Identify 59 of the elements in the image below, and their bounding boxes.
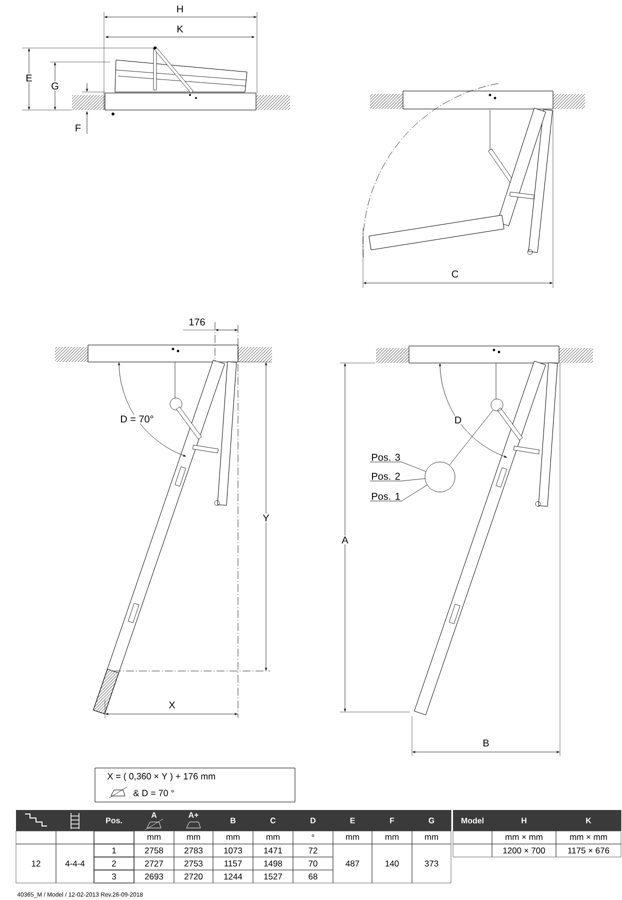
- table-cell: 487: [332, 844, 372, 884]
- dimension-label: X: [168, 702, 176, 708]
- table-cell: mm × mm: [556, 830, 622, 844]
- formula-text: X = ( 0,360 × Y ) + 176 mm: [107, 772, 215, 782]
- table-cell: 2753: [174, 856, 214, 870]
- table-cell: 3: [94, 870, 134, 884]
- leader-line: [370, 462, 426, 472]
- table-cell: °: [292, 830, 334, 844]
- table-cell: 140: [372, 844, 412, 884]
- dimension-label: B: [483, 740, 489, 746]
- table-cell: 1175 × 676: [556, 844, 622, 858]
- table-cell: 373: [412, 844, 452, 884]
- dimension-label: 176: [189, 318, 205, 326]
- table-cell: mm: [134, 830, 174, 844]
- detail-circle: [424, 462, 456, 492]
- table-cell: 2727: [134, 856, 174, 870]
- leader-line: [370, 484, 428, 502]
- table-cell: mm: [332, 830, 372, 844]
- table-cell: 12: [16, 844, 56, 884]
- table-cell: 68: [292, 870, 334, 884]
- table-cell: 1200 × 700: [492, 844, 556, 858]
- dimension-label: K: [178, 26, 184, 32]
- table-cell: 2720: [174, 870, 214, 884]
- table-cell: 72: [292, 844, 334, 858]
- dimension-label: C: [452, 270, 458, 278]
- angle-label: D: [453, 416, 463, 424]
- table-cell: 4-4-4: [56, 844, 94, 884]
- dimension-label: H: [177, 6, 183, 12]
- table-cell: mm: [174, 830, 214, 844]
- table-cell: 2783: [174, 844, 214, 858]
- table-cell: mm: [372, 830, 412, 844]
- table-cell: 1471: [252, 844, 294, 858]
- table-cell: mm × mm: [492, 830, 556, 844]
- table-cell: 1498: [252, 856, 294, 870]
- dimension-label: F: [76, 124, 81, 132]
- table-cell: 2693: [134, 870, 174, 884]
- detail-circle: [490, 398, 504, 412]
- position-label: Pos. 2: [372, 472, 400, 480]
- position-label: Pos. 1: [372, 492, 400, 500]
- table-cell: 2758: [134, 844, 174, 858]
- table-cell: mm: [252, 830, 294, 844]
- table-cell: 1: [94, 844, 134, 858]
- table-cell: mm: [412, 830, 452, 844]
- table-cell: 1527: [252, 870, 294, 884]
- dimension-label: Y: [262, 514, 270, 522]
- formula-text: & D = 70 °: [134, 790, 174, 796]
- table-cell: 2: [94, 856, 134, 870]
- dimension-label: A: [340, 536, 350, 544]
- table-cell: 1157: [212, 856, 254, 870]
- angle-label: D = 70°: [119, 414, 155, 424]
- table-cell: 70: [292, 856, 334, 870]
- dimension-label: E: [24, 74, 34, 82]
- position-label: Pos. 3: [372, 454, 400, 461]
- table-cell: 1244: [212, 870, 254, 884]
- leader-line: [370, 478, 426, 482]
- dimension-label: G: [50, 81, 60, 91]
- table-cell: 1073: [212, 844, 254, 858]
- table-cell: mm: [212, 830, 254, 844]
- leader-line: [449, 410, 494, 466]
